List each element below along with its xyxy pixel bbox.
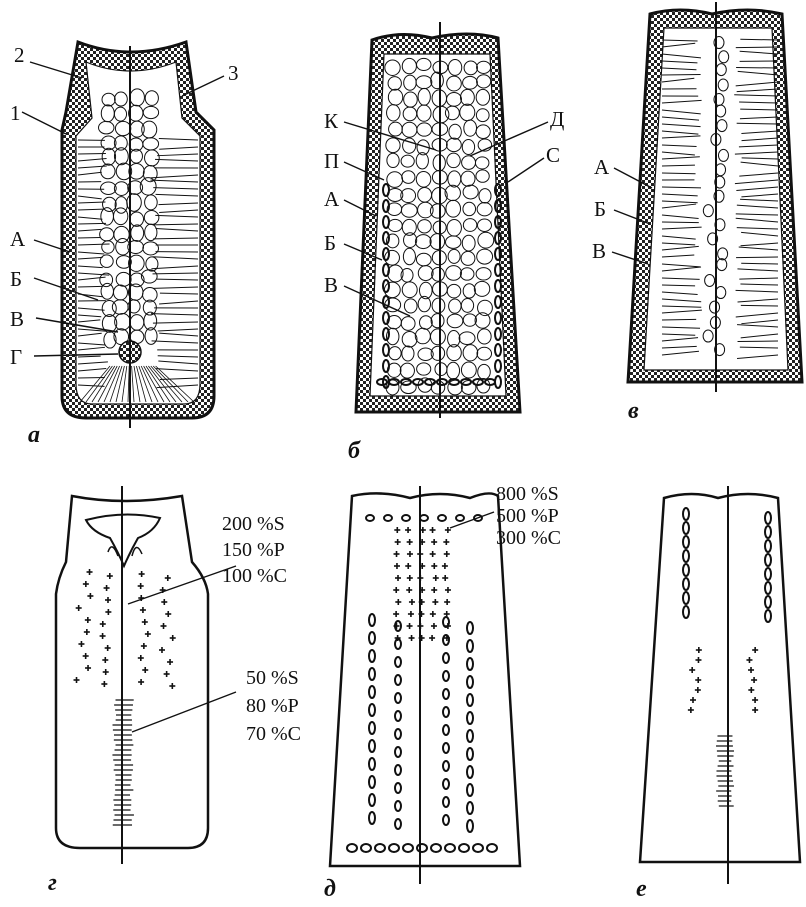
panel-e: 800 %S 500 %P 300 %C д xyxy=(324,483,561,902)
annotation-50-S: 50 %S xyxy=(246,667,299,689)
label-P: П xyxy=(324,149,339,173)
panel-d: 200 %S 150 %P 100 %C 50 %S 80 %P 70 %C г xyxy=(48,486,301,896)
annotation-200-S: 200 %S xyxy=(222,513,285,535)
panel-c: А Б В в xyxy=(592,2,802,424)
caption-g: г xyxy=(48,870,57,896)
label-B: Б xyxy=(10,267,22,291)
annotation-70-C: 70 %C xyxy=(246,723,301,745)
caption-b: б xyxy=(348,438,361,464)
label-A: А xyxy=(324,187,340,211)
annotation-800-S: 800 %S xyxy=(496,483,559,505)
dendrite xyxy=(741,305,778,306)
label-1: 1 xyxy=(10,101,21,125)
dendrite xyxy=(78,153,106,154)
annotation-100-C: 100 %C xyxy=(222,565,287,587)
label-B: Б xyxy=(594,197,606,221)
annotation-80-P: 80 %P xyxy=(246,695,299,717)
label-3: 3 xyxy=(228,61,239,85)
label-S: С xyxy=(546,143,560,167)
dendrite xyxy=(736,47,778,48)
dendrite xyxy=(738,341,778,342)
label-2: 2 xyxy=(14,43,25,67)
dendrite xyxy=(78,237,100,238)
panel-b: К Д П С А Б В б xyxy=(324,22,564,464)
panel-f: е xyxy=(636,486,800,902)
annotation-300-C: 300 %C xyxy=(496,527,561,549)
caption-e: е xyxy=(636,876,647,902)
label-V: В xyxy=(10,307,24,331)
label-V: В xyxy=(592,239,606,263)
dendrite xyxy=(78,286,102,287)
label-B: Б xyxy=(324,231,336,255)
caption-v: в xyxy=(628,398,639,424)
caption-d: д xyxy=(324,876,336,902)
label-A: А xyxy=(594,155,610,179)
panel-e-outline xyxy=(330,493,520,866)
dendrite xyxy=(662,222,699,223)
label-V: В xyxy=(324,273,338,297)
label-A: А xyxy=(10,227,26,251)
panel-f-outline xyxy=(640,494,800,862)
dendrite xyxy=(662,74,701,75)
dendrite xyxy=(662,319,696,320)
annotation-150-P: 150 %P xyxy=(222,539,285,561)
annotation-500-P: 500 %P xyxy=(496,505,559,527)
dendrite xyxy=(736,257,778,258)
dendrite xyxy=(78,223,106,224)
label-D: Д xyxy=(550,107,564,131)
panel-a: 2 3 1 А Б В Г а xyxy=(10,42,239,448)
label-G: Г xyxy=(10,345,22,369)
label-K: К xyxy=(324,109,339,133)
caption-a: а xyxy=(28,422,40,448)
